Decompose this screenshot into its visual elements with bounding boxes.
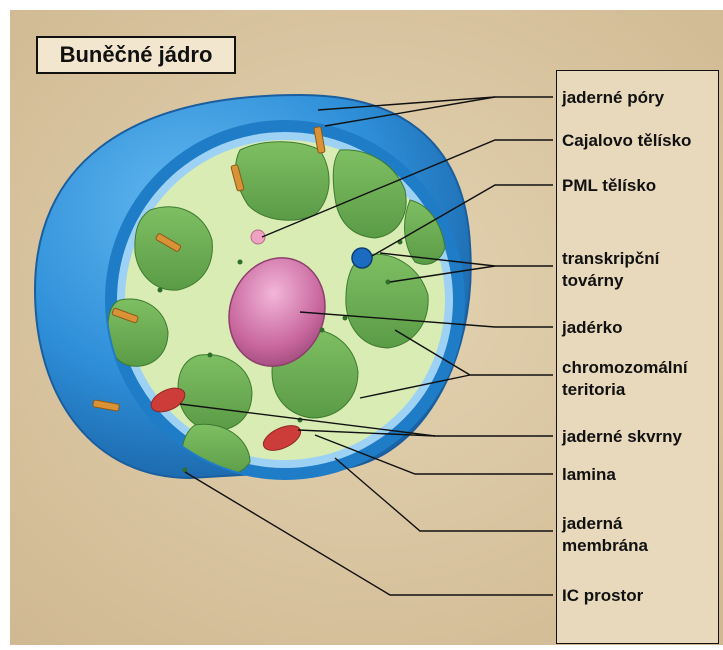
label-nuclear-membrane-line1: jaderná [562,514,622,534]
label-chromosome-territories-line2: teritoria [562,380,625,400]
label-panel [556,70,719,644]
title-box: Buněčné jádro [36,36,236,74]
pml-body-shape [352,248,372,268]
label-nuclear-speckles: jaderné skvrny [562,427,682,447]
label-nuclear-membrane-line2: membrána [562,536,648,556]
label-cajal-body: Cajalovo tělísko [562,131,691,151]
label-ic-space: IC prostor [562,586,643,606]
label-transcription-factories-line1: transkripční [562,249,659,269]
label-nuclear-pores: jaderné póry [562,88,664,108]
label-transcription-factories-line2: továrny [562,271,623,291]
label-nucleolus: jadérko [562,318,622,338]
label-chromosome-territories-line1: chromozomální [562,358,688,378]
label-pml-body: PML tělísko [562,176,656,196]
label-lamina: lamina [562,465,616,485]
diagram-title: Buněčné jádro [60,42,213,68]
